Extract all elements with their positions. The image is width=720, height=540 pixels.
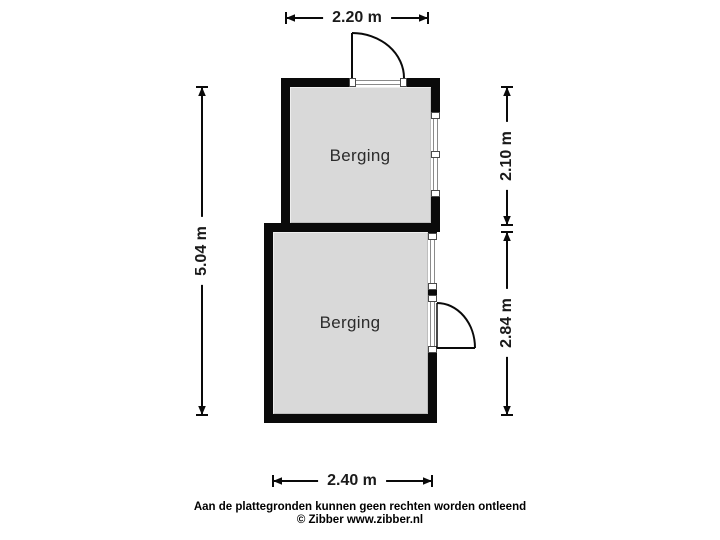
window-cap	[431, 112, 440, 119]
window-cap	[431, 151, 440, 158]
door-swing-right	[436, 302, 476, 349]
dimension-label-left: 5.04 m	[190, 217, 214, 285]
door-cap	[428, 295, 437, 302]
dimension-label-right-lower: 2.84 m	[495, 289, 519, 357]
room-label-upper: Berging	[329, 146, 391, 165]
room-upper-walls	[281, 78, 440, 232]
footer-copyright: © Zibber www.zibber.nl	[296, 514, 424, 526]
window-cap	[428, 233, 437, 240]
door-cap	[428, 346, 437, 353]
dimension-label-bottom: 2.40 m	[318, 469, 386, 493]
window-cap	[428, 283, 437, 290]
window-upper-right	[431, 112, 440, 197]
window-lower-right	[428, 233, 437, 290]
footer-disclaimer: Aan de plattegronden kunnen geen rechten…	[193, 501, 527, 513]
dimension-label-top: 2.20 m	[323, 6, 391, 30]
dimension-label-right-upper: 2.10 m	[495, 122, 519, 190]
room-lower-walls	[264, 223, 437, 423]
threshold-cap	[349, 78, 356, 87]
threshold-glass	[355, 80, 401, 85]
door-swing-top	[351, 32, 405, 79]
door-opening-top	[349, 78, 407, 87]
room-lower-floor	[273, 232, 428, 414]
room-label-lower: Berging	[319, 313, 381, 332]
window-glass	[430, 239, 435, 284]
door-panel	[430, 301, 435, 347]
window-cap	[431, 190, 440, 197]
room-upper-floor	[290, 87, 431, 223]
window-glass	[433, 157, 438, 191]
door-opening-right	[428, 295, 437, 353]
window-glass	[433, 118, 438, 152]
threshold-cap	[400, 78, 407, 87]
